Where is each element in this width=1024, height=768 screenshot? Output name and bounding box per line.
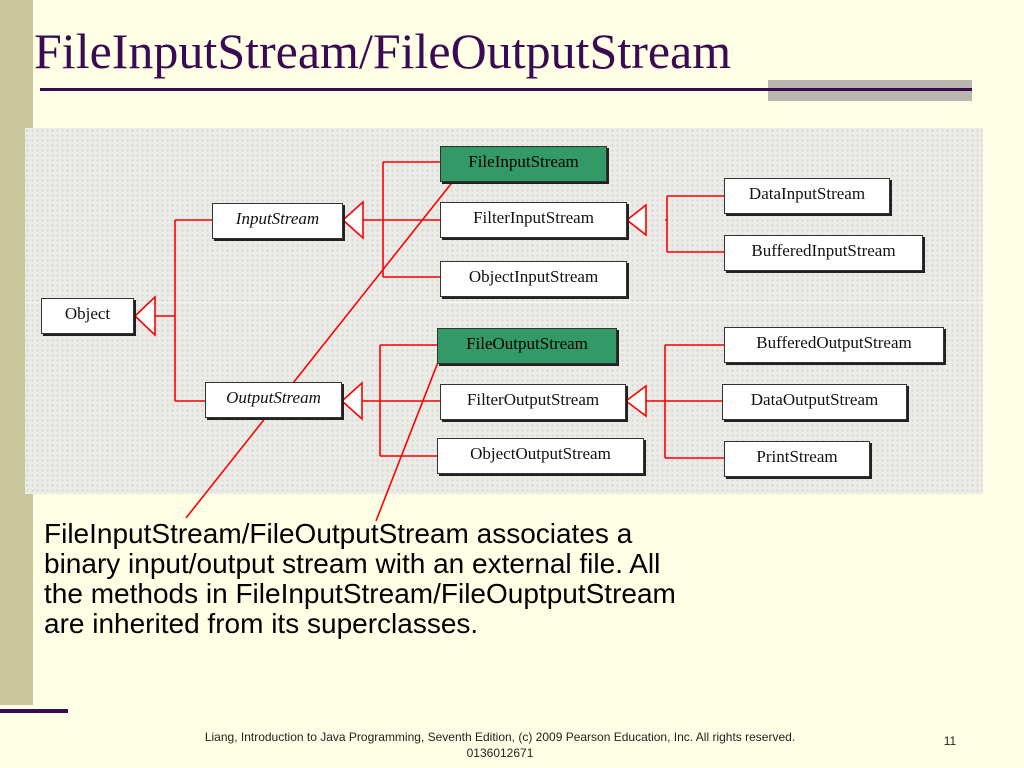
diagram-panel-divider xyxy=(25,302,983,303)
class-box-outputstream: OutputStream xyxy=(205,382,342,418)
class-box-inputstream: InputStream xyxy=(212,203,343,239)
title-underline xyxy=(40,88,972,91)
class-box-bufferedinputstream: BufferedInputStream xyxy=(724,235,923,271)
footer-copyright: Liang, Introduction to Java Programming,… xyxy=(204,730,796,760)
class-box-datainputstream: DataInputStream xyxy=(724,178,890,214)
class-box-dataoutputstream: DataOutputStream xyxy=(722,384,907,420)
class-box-objectinputstream: ObjectInputStream xyxy=(440,261,627,297)
bottom-accent-bar xyxy=(0,709,68,713)
slide-title: FileInputStream/FileOutputStream xyxy=(34,23,732,79)
description-text: FileInputStream/FileOutputStream associa… xyxy=(44,518,676,639)
class-box-fileoutputstream: FileOutputStream xyxy=(437,328,617,364)
class-box-filterinputstream: FilterInputStream xyxy=(440,202,627,238)
class-box-fileinputstream: FileInputStream xyxy=(440,146,607,182)
class-box-objectoutputstream: ObjectOutputStream xyxy=(437,438,644,474)
class-box-filteroutputstream: FilterOutputStream xyxy=(440,384,626,420)
class-box-object: Object xyxy=(41,298,134,334)
class-box-bufferedoutputstream: BufferedOutputStream xyxy=(724,327,944,363)
page-number: 11 xyxy=(943,734,957,748)
class-box-printstream: PrintStream xyxy=(724,441,870,477)
